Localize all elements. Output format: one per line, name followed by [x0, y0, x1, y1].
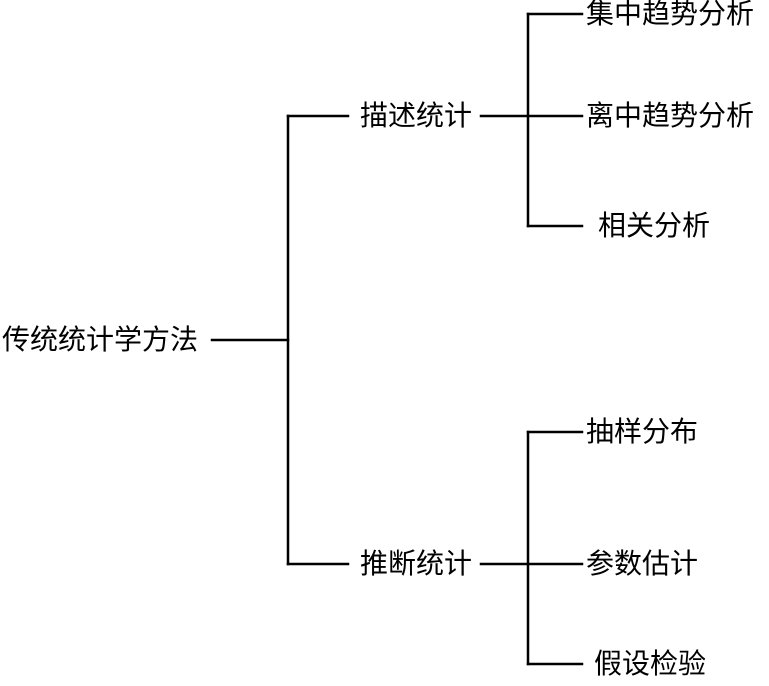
leaf-parameter-estimation: 参数估计 — [586, 547, 699, 580]
leaf-correlation: 相关分析 — [598, 209, 711, 242]
branch-inferential-statistics: 推断统计 — [360, 547, 473, 580]
branch-descriptive-statistics: 描述统计 — [360, 99, 473, 132]
leaf-sampling-distribution: 抽样分布 — [586, 415, 699, 448]
leaf-central-tendency: 集中趋势分析 — [586, 0, 755, 30]
leaf-hypothesis-testing: 假设检验 — [594, 647, 707, 680]
root-node: 传统统计学方法 — [2, 323, 199, 356]
leaf-dispersion: 离中趋势分析 — [586, 99, 755, 132]
